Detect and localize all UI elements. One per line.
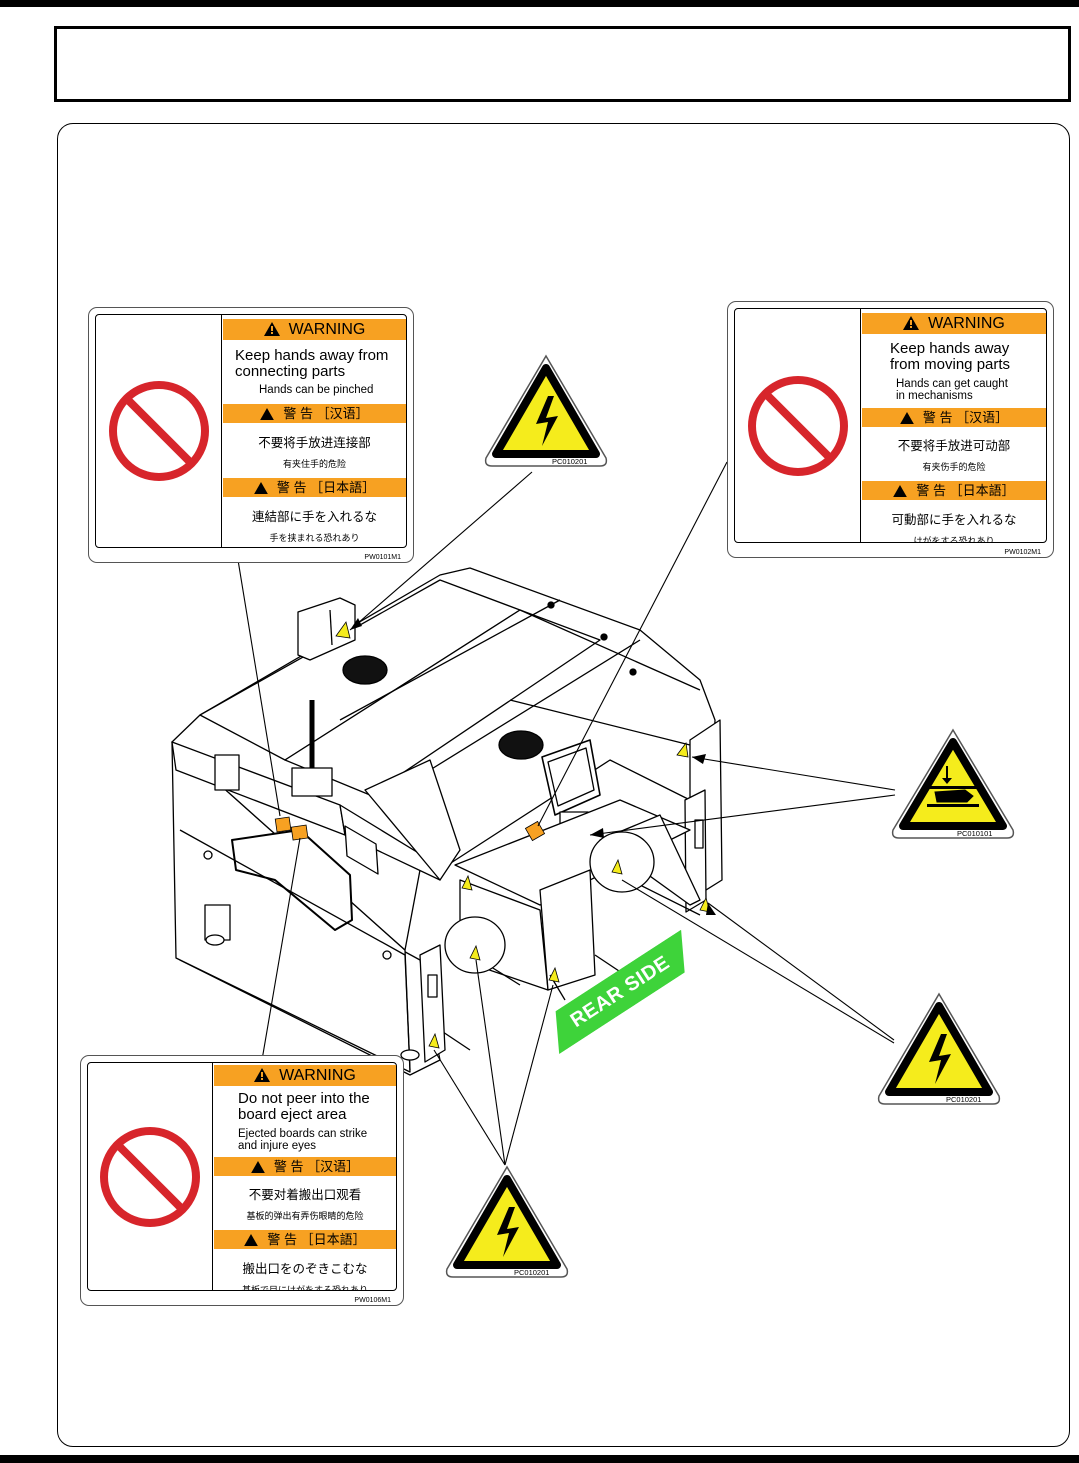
sticker-moving (524, 820, 546, 842)
leader-shock-right-1 (707, 902, 895, 1041)
bottom-rule (0, 1455, 1079, 1463)
leader-connect (237, 559, 281, 817)
leader-pinch-2 (589, 794, 896, 836)
japanese-main-text: 連結部に手を入れるな (251, 510, 377, 524)
warning-label-moving-parts: WARNING Keep hands away from moving part… (727, 301, 1054, 558)
label-main-text: connecting parts (235, 363, 346, 380)
warning-triangle-icon (254, 1068, 271, 1082)
leader-shock-right-2 (621, 879, 895, 1044)
hand-pinch-symbol: PC010101 (891, 728, 1015, 839)
warning-triangle-icon (903, 316, 920, 330)
electric-shock-symbol-right: PC010201 (877, 992, 1001, 1105)
leader-shock-bottom-2 (475, 959, 506, 1166)
leader-eject (261, 837, 301, 1061)
prohibition-icon (108, 381, 209, 481)
label-main-text: from moving parts (890, 356, 1011, 373)
japanese-main-text: 可動部に手を入れるな (891, 513, 1017, 527)
header-box (54, 26, 1071, 102)
electric-shock-symbol-bottom: PC010201 (445, 1165, 569, 1278)
label-sub-text: in mechanisms (896, 390, 973, 402)
top-rule (0, 0, 1079, 7)
chinese-sub-text: 有夹伤手的危险 (922, 462, 986, 472)
japanese-warning-bar: 警 告 ［日本語］ (862, 481, 1046, 500)
chinese-main-text: 不要将手放进可动部 (897, 439, 1011, 453)
japanese-warning-bar: 警 告 ［日本語］ (223, 478, 406, 497)
hand-crush-icon (927, 766, 979, 807)
japanese-warning-bar: 警 告 ［日本語］ (214, 1230, 396, 1249)
lightning-icon (929, 1034, 951, 1084)
warning-bar: WARNING (862, 313, 1046, 334)
label-main-text: Keep hands away from (235, 347, 389, 364)
content-panel (57, 123, 1070, 1447)
fan-vent (342, 655, 388, 685)
sticker-eject-1 (290, 824, 309, 841)
label-code: PW0106M1 (354, 1297, 391, 1304)
label-code: PW0102M1 (1004, 549, 1041, 556)
sticker-shock-top (335, 621, 351, 639)
chinese-warning-bar: 警 告 ［汉语］ (214, 1157, 396, 1176)
symbol-code: PC010101 (957, 829, 992, 838)
label-sub-text: Hands can be pinched (259, 384, 374, 396)
chinese-main-text: 不要对着搬出口观看 (248, 1188, 362, 1202)
chinese-warning-bar: 警 告 ［汉语］ (862, 408, 1046, 427)
symbol-code: PC010201 (946, 1095, 981, 1104)
prohibition-icon (100, 1126, 200, 1227)
japanese-sub-text: けがをする恐れあり (913, 536, 995, 543)
chinese-sub-text: 有夹住手的危险 (282, 459, 346, 469)
sticker-pinch (676, 741, 689, 758)
chinese-main-text: 不要将手放进连接部 (258, 436, 371, 450)
chinese-sub-text: 基板的弹出有弄伤眼睛的危险 (246, 1211, 364, 1221)
warning-bar: WARNING (223, 319, 406, 340)
lightning-icon (497, 1207, 519, 1257)
warning-bar: WARNING (214, 1065, 396, 1086)
detail-circle (444, 916, 506, 974)
symbol-code: PC010201 (514, 1268, 549, 1277)
warning-triangle-icon (263, 322, 280, 336)
detail-circle (589, 831, 655, 893)
chinese-warning-bar: 警 告 ［汉语］ (223, 404, 406, 423)
label-main-text: Keep hands away (890, 340, 1010, 357)
leader-shock-bottom-1 (433, 1049, 506, 1166)
front-handle (231, 829, 353, 931)
label-sub-text: and injure eyes (238, 1140, 316, 1152)
leader-shock-bottom-3 (504, 984, 554, 1166)
control-panel (297, 597, 356, 661)
warning-label-board-eject: WARNING Do not peer into the board eject… (80, 1055, 404, 1306)
label-sub-text: Hands can get caught (896, 378, 1008, 390)
electric-shock-symbol-top: PC010201 (484, 354, 608, 467)
lightning-icon (536, 396, 558, 446)
leader-pinch-1 (691, 756, 896, 791)
japanese-sub-text: 基板で目にけがをする恐れあり (241, 1285, 368, 1291)
warning-label-connecting-parts: WARNING Keep hands away from connecting … (88, 307, 414, 563)
leader-moving (537, 461, 728, 827)
label-sub-text: Ejected boards can strike (238, 1128, 368, 1140)
symbol-code: PC010201 (552, 457, 587, 466)
label-main-text: Do not peer into the (238, 1090, 370, 1107)
prohibition-icon (747, 375, 848, 476)
japanese-main-text: 搬出口をのぞきこむな (242, 1262, 368, 1276)
label-code: PW0101M1 (364, 554, 401, 561)
leader-shock-top (349, 471, 533, 631)
sticker-connect-1 (274, 816, 292, 833)
label-main-text: board eject area (238, 1106, 347, 1123)
fan-vent (498, 730, 544, 760)
japanese-sub-text: 手を挟まれる恐れあり (269, 533, 360, 543)
